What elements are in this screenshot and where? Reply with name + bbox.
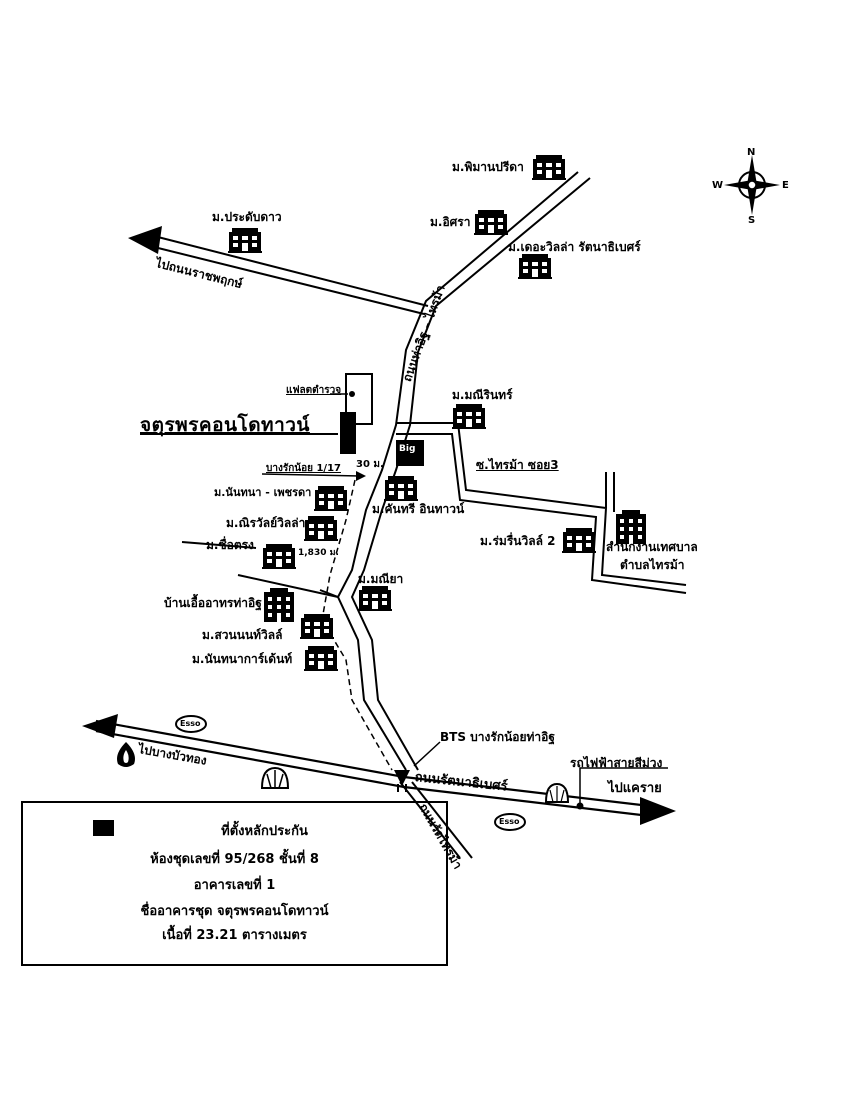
label-suan-nonthaville: ม.สวนนนท์วิลล์	[202, 628, 283, 642]
shell-logo-east	[544, 782, 570, 803]
compass-west: W	[712, 180, 724, 191]
label-nanthana-garden: ม.นันทนาการ์เด้นท์	[192, 652, 293, 666]
condo-location-marker	[340, 412, 356, 454]
legend-line-1: ที่ตั้งหลักประกัน	[221, 824, 308, 839]
label-romruen-ville: ม.ร่มรื่นวิลล์ 2	[480, 534, 556, 548]
big-c-store	[396, 440, 424, 466]
label-bts-station: BTS บางรักน้อยท่าอิฐ	[440, 730, 555, 744]
label-nirawan-villa: ม.ณิรวัลย์วิลล่า	[226, 516, 306, 530]
road-label-bang-rak-noi-117: บางรักน้อย 1/17	[266, 463, 341, 474]
legend-line-5: เนื้อที่ 23.21 ตารางเมตร	[162, 928, 307, 943]
legend-line-4: ชื่ออาคารชุด จตุรพรคอนโดทาวน์	[140, 904, 329, 919]
label-pradab-dao: ม.ประดับดาว	[212, 210, 282, 224]
label-nanthana-petchada: ม.นันทนา - เพชรดา	[214, 486, 312, 499]
label-pimarn-preeda: ม.พิมานปรีดา	[452, 160, 524, 174]
shell-logo	[260, 766, 290, 789]
road-ratchaphruek	[149, 234, 429, 315]
label-esso-west: Esso	[180, 719, 201, 728]
arrow-to-bang-bua-thong	[82, 714, 118, 738]
road-tha-it-sai-ma	[336, 171, 591, 771]
label-municipal-office-line1: สำนักงานเทศบาล	[606, 540, 698, 554]
road-soi-sai-ma-3	[396, 422, 687, 594]
label-kanthree-intown: ม.คันทรี อินทาวน์	[372, 502, 465, 516]
police-flat-building	[345, 373, 373, 425]
road-label-to-khae-rai: ไปแคราย	[608, 781, 662, 796]
map-title: จตุรพรคอนโดทาวน์	[140, 414, 310, 436]
road-label-soi-sai-ma-3: ซ.ไทรม้า ซอย3	[476, 458, 559, 472]
arrow-to-ratchaphruek	[128, 226, 162, 254]
compass-north: N	[747, 147, 756, 158]
compass-rose-icon	[724, 155, 780, 215]
label-big-c: Big	[399, 444, 416, 454]
esso-logo-east	[494, 813, 526, 831]
label-maneeya: ม.มณียา	[358, 572, 404, 586]
bts-station-marker	[394, 770, 410, 792]
arrow-to-khae-rai	[640, 797, 676, 825]
label-police-flat: แฟลตตำรวจ	[286, 385, 342, 396]
label-esso-east: Esso	[499, 817, 520, 826]
distance-1830m: 1,830 ม.	[298, 548, 339, 558]
ptt-logo	[117, 742, 135, 767]
legend-swatch	[93, 820, 114, 836]
label-the-villa: ม.เดอะวิลล่า รัตนาธิเบศร์	[508, 240, 641, 254]
label-ua-arthorn: บ้านเอื้ออาทรท่าอิฐ	[164, 596, 262, 610]
road-wat-sai-ma	[399, 781, 473, 859]
legend-line-2: ห้องชุดเลขที่ 95/268 ชั้นที่ 8	[150, 852, 319, 867]
label-chuetrong: ม.ซื่อตรง	[206, 538, 254, 552]
distance-30m: 30 ม.	[356, 459, 384, 470]
compass-south: S	[748, 215, 756, 226]
legend-box: ที่ตั้งหลักประกัน ห้องชุดเลขที่ 95/268 ช…	[21, 801, 448, 966]
label-manee-rin: ม.มณีรินทร์	[452, 388, 513, 402]
label-purple-line: รถไฟฟ้าสายสีม่วง	[570, 756, 663, 770]
esso-logo	[175, 715, 207, 733]
label-isara: ม.อิศรา	[430, 215, 471, 229]
road-chuetrong	[181, 541, 339, 598]
legend-line-3: อาคารเลขที่ 1	[193, 878, 276, 893]
compass-east: E	[782, 180, 789, 191]
label-municipal-office-line2: ตำบลไทรม้า	[620, 558, 685, 572]
